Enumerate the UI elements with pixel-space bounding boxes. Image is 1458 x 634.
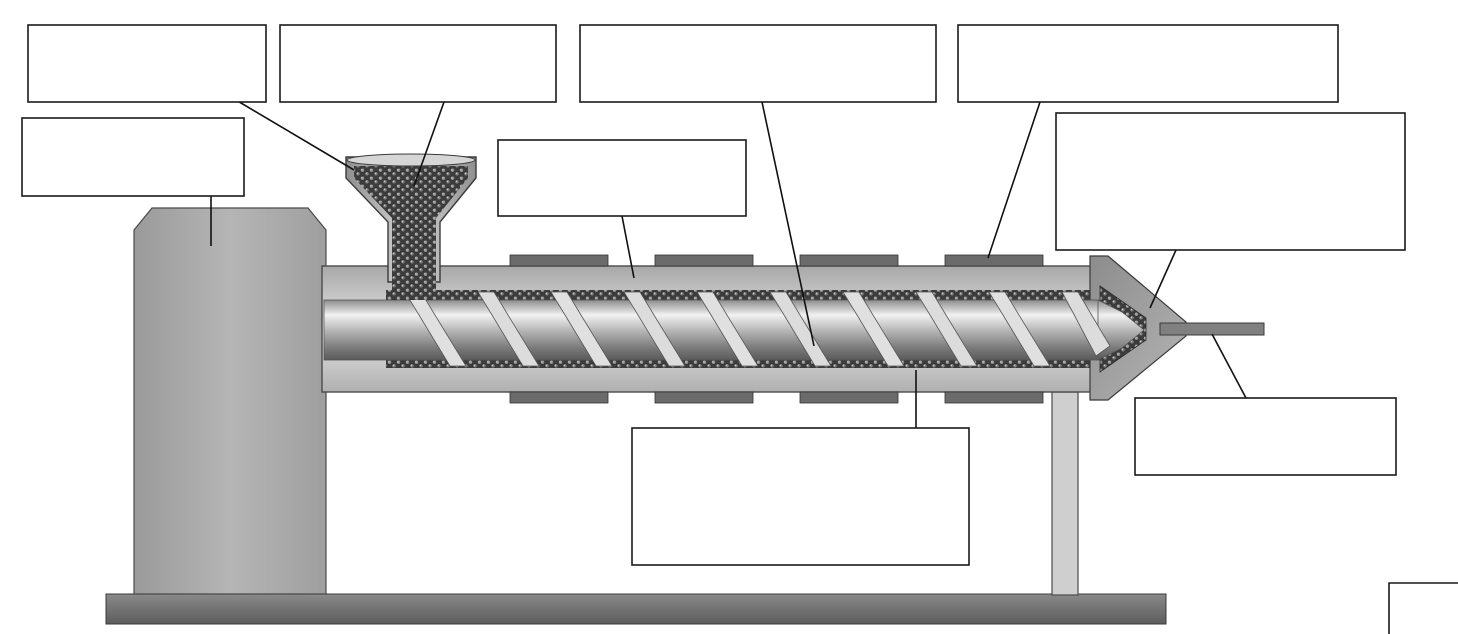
leader-line — [1211, 333, 1247, 399]
heater-top-2 — [654, 254, 754, 267]
extrudate — [1159, 322, 1265, 336]
label-box-1 — [27, 24, 267, 103]
heater-bottom-1 — [509, 391, 609, 404]
screw-flight — [696, 291, 759, 367]
label-box-9 — [1134, 397, 1397, 476]
label-box-10 — [1388, 582, 1458, 634]
label-box-6 — [497, 139, 747, 217]
label-box-4 — [957, 24, 1339, 103]
heater-bottom-3 — [799, 391, 899, 404]
label-box-3 — [579, 24, 937, 103]
heater-bottom-2 — [654, 391, 754, 404]
heater-bands — [509, 254, 1044, 404]
support-leg — [1051, 391, 1079, 596]
heater-bottom-4 — [944, 391, 1044, 404]
hopper-feed-throat — [392, 282, 436, 300]
leader-line — [413, 101, 445, 187]
screw-flight — [769, 291, 832, 367]
screw-flights — [404, 291, 1111, 367]
screw-flight — [988, 291, 1051, 367]
base-plate — [105, 593, 1167, 625]
leader-line — [761, 101, 815, 347]
label-box-8 — [631, 427, 970, 566]
label-box-7 — [1055, 112, 1406, 251]
leader-line — [235, 99, 355, 171]
motor-housing — [133, 207, 327, 595]
hopper-pellets — [354, 166, 468, 290]
screw-flight — [477, 291, 540, 367]
label-box-5 — [21, 117, 245, 197]
heater-top-3 — [799, 254, 899, 267]
leader-line — [987, 101, 1041, 259]
screw-flight — [842, 291, 905, 367]
leader-line — [1149, 249, 1177, 309]
label-boxes — [21, 24, 1458, 634]
heater-top-4 — [944, 254, 1044, 267]
screw-flight — [550, 291, 613, 367]
leader-lines — [210, 99, 1247, 428]
heater-top-1 — [509, 254, 609, 267]
screw-flight — [915, 291, 978, 367]
screw-flight — [623, 291, 686, 367]
label-box-2 — [279, 24, 557, 103]
hopper-rim — [346, 153, 476, 167]
leader-line — [621, 215, 635, 279]
screw-flight — [1061, 291, 1111, 357]
